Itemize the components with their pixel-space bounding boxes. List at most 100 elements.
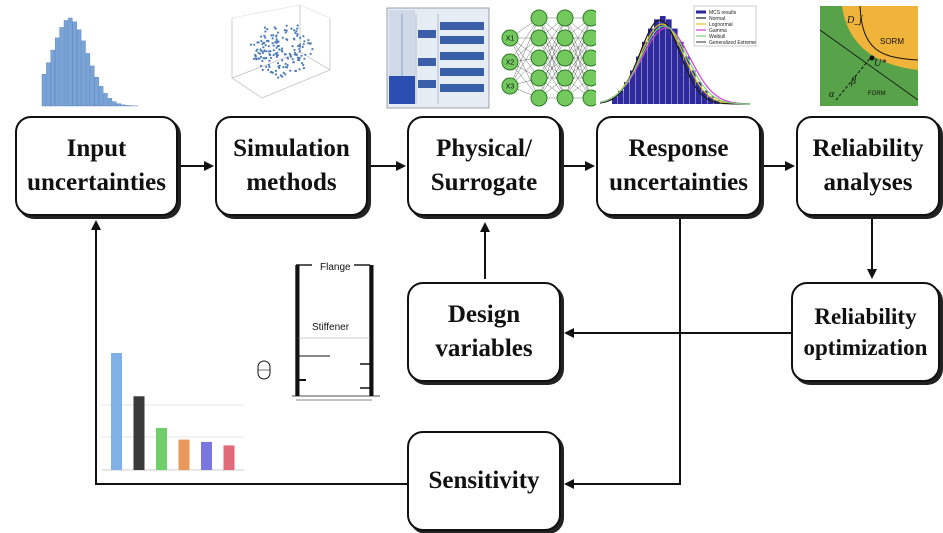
scatter-point [276, 54, 279, 57]
dist-legend-entry: Generalized Extreme [709, 40, 756, 46]
nn-input-label: X1 [506, 36, 515, 43]
nn-node [556, 29, 574, 47]
scatter-point [264, 30, 267, 33]
scatter-point [271, 42, 274, 45]
scatter-point [265, 50, 268, 53]
scatter-point [285, 24, 288, 27]
scatter-point [264, 36, 267, 39]
sensitivity-line1: Sensitivity [428, 467, 540, 495]
scatter-point [298, 56, 301, 60]
nn-node [501, 53, 519, 71]
scatter-point [280, 49, 283, 52]
scatter-point [293, 29, 296, 32]
scatter-3d-image [231, 4, 331, 99]
histogram-bar [41, 74, 47, 107]
scatter-point [255, 49, 258, 53]
nn-input-label: X2 [506, 60, 515, 67]
dist-legend-entry: Lognormal [709, 22, 733, 28]
histogram-bar [63, 20, 69, 107]
scatter-point [291, 58, 294, 61]
scatter-point [285, 38, 288, 41]
optimization-line2: optimization [803, 335, 928, 360]
scatter-point [261, 59, 264, 63]
scatter-point [302, 67, 306, 70]
physical-line2: Surrogate [430, 169, 538, 196]
scatter-point [267, 50, 271, 53]
scatter-point [294, 69, 297, 72]
scatter-point [276, 62, 280, 65]
dist-bar [624, 82, 630, 104]
scatter-point [290, 27, 293, 30]
scatter-point [278, 64, 281, 67]
scatter-point [277, 44, 280, 48]
sensitivity-bar [133, 396, 145, 470]
histogram-bar [59, 27, 64, 107]
neural-network-image: X1X2X3Y [501, 9, 629, 107]
scatter-point [249, 43, 252, 46]
scatter-point [276, 51, 279, 55]
histogram-bar [116, 103, 121, 107]
scatter-point [283, 29, 286, 32]
scatter-point [275, 38, 278, 41]
scatter-point [289, 69, 292, 72]
dist-bar [630, 70, 636, 104]
dist-legend-entry: MCS results [709, 10, 737, 16]
nn-node [556, 9, 574, 27]
scatter-point [255, 58, 258, 61]
scatter-point [253, 43, 256, 46]
scatter-point [263, 49, 266, 52]
dist-bar [690, 70, 696, 104]
dist-bar [636, 56, 642, 104]
scatter-point [296, 24, 299, 27]
response-line2: uncertainties [609, 169, 748, 196]
sensitivity-bar-chart [102, 353, 244, 471]
reliability-line2: analyses [823, 169, 913, 196]
input-uncertainties-box: Input uncertainties [15, 116, 178, 216]
dist-bar [642, 41, 648, 104]
scatter-point [293, 51, 296, 54]
scatter-point [281, 75, 284, 78]
nn-node [501, 29, 519, 47]
scatter-point [296, 27, 299, 30]
dist-bar [648, 28, 654, 104]
scatter-point [286, 64, 289, 67]
scatter-point [299, 36, 302, 40]
scatter-point [289, 53, 292, 57]
dist-legend-entry: Normal [709, 16, 725, 22]
scatter-point [263, 34, 266, 37]
dist-bar [678, 41, 684, 104]
dist-legend-entry: Gamma [709, 28, 727, 34]
scatter-point [284, 53, 287, 56]
response-line1: Response [628, 135, 729, 163]
sensitivity-bar [223, 445, 235, 470]
scatter-point [269, 56, 272, 60]
histogram-bar [76, 29, 82, 107]
scatter-point [267, 63, 270, 66]
scatter-point [278, 66, 281, 69]
scatter-point [275, 46, 278, 49]
scatter-point [277, 76, 280, 79]
sensitivity-bar [156, 427, 167, 470]
scatter-point [272, 34, 275, 37]
scatter-point [297, 44, 300, 48]
ustar-label: U* [874, 58, 886, 69]
scatter-point [268, 54, 272, 57]
stiffener-label: Stiffener [312, 322, 350, 333]
scatter-point [298, 45, 302, 48]
design-line2: variables [435, 335, 533, 362]
scatter-point [259, 55, 263, 59]
sorm-label: SORM [880, 37, 904, 46]
scatter-point [298, 50, 301, 53]
scatter-point [277, 40, 280, 43]
stiffener-structure-image: Flange Stiffener [257, 262, 380, 401]
scatter-point [260, 35, 263, 38]
flowchart-screenshot-image [386, 7, 490, 109]
scatter-point [296, 58, 300, 61]
histogram-bar [85, 53, 91, 107]
scatter-point [272, 44, 275, 47]
simulation-methods-box: Simulation methods [215, 116, 368, 216]
alpha-label: α [829, 89, 835, 100]
scatter-point [273, 26, 276, 29]
scatter-point [268, 65, 271, 69]
scatter-point [272, 49, 275, 52]
